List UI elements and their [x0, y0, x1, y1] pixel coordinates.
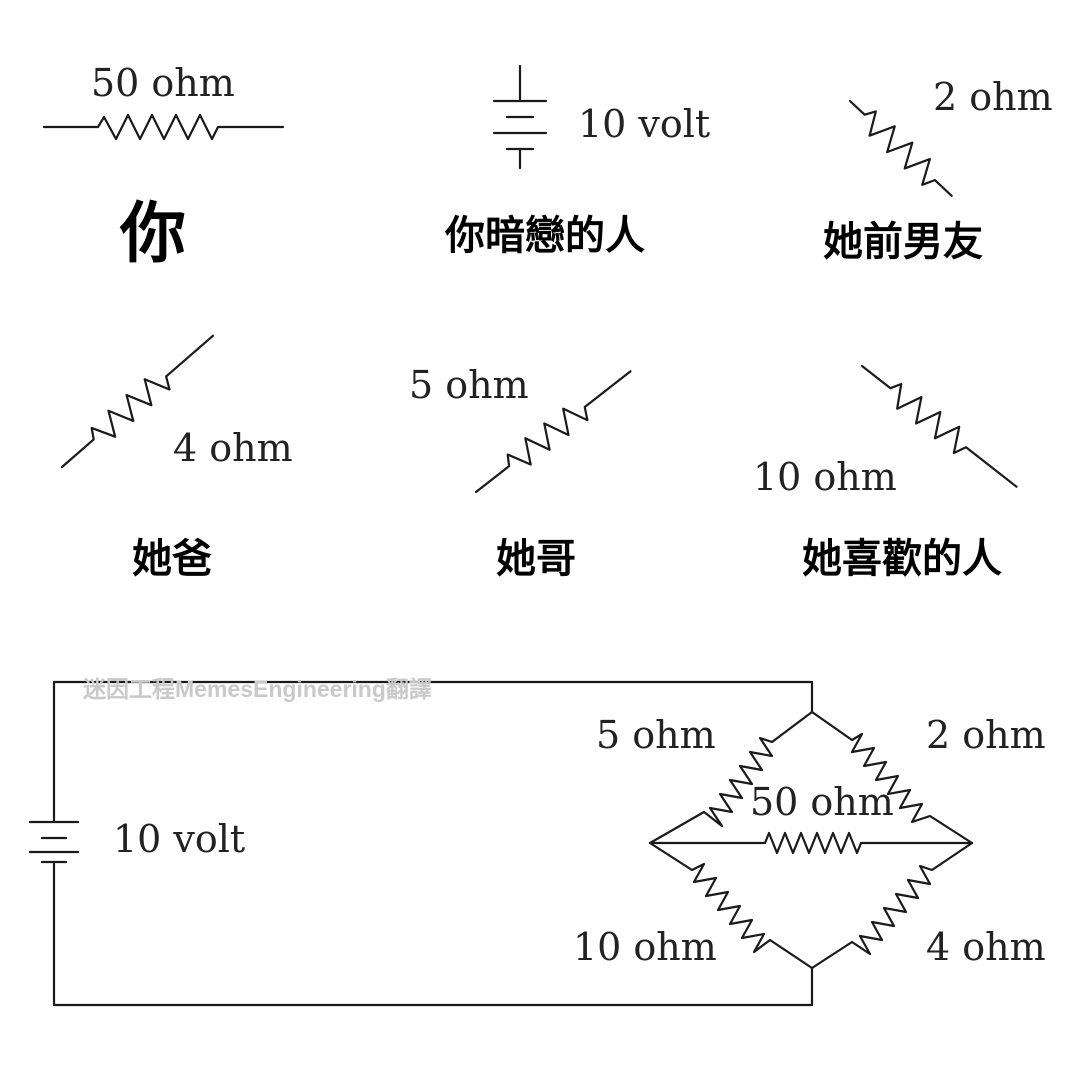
bottom-left-resistor-label: 10 ohm [573, 925, 717, 969]
legend-you: 50 ohm 你 [42, 61, 285, 272]
battery-symbol [492, 64, 548, 170]
resistor-value-label: 50 ohm [91, 61, 235, 105]
battery-value-label: 10 volt [578, 102, 710, 146]
you-caption: 你 [119, 195, 186, 272]
bottom-left-resistor [648, 841, 814, 970]
legend-ex: 2 ohm 她前男友 [823, 75, 1053, 265]
resistor-value-label: 10 ohm [753, 455, 897, 499]
diagonal-resistor-symbol [60, 334, 215, 469]
resistor-value-label: 2 ohm [933, 75, 1053, 119]
resistor-value-label: 5 ohm [409, 363, 529, 407]
top-right-resistor-label: 2 ohm [926, 713, 1046, 757]
legend-her-crush: 10 ohm 她喜歡的人 [753, 364, 1018, 582]
her-crush-caption: 她喜歡的人 [802, 536, 1002, 582]
bridge-circuit: 10 volt 5 ohm 2 ohm 50 ohm 10 ohm 4 ohm [28, 680, 1046, 1007]
diagonal-resistor-symbol [860, 364, 1018, 488]
circuit-battery-symbol [28, 811, 80, 864]
outer-wire [52, 680, 814, 1007]
ex-caption: 她前男友 [823, 219, 983, 265]
middle-resistor [648, 831, 974, 855]
top-left-resistor [648, 710, 814, 845]
legend-dad: 4 ohm 她爸 [60, 334, 293, 582]
middle-resistor-label: 50 ohm [750, 780, 894, 824]
legend-crush: 10 volt 你暗戀的人 [444, 64, 710, 259]
watermark: 迷因工程MemesEngineering翻譯 [83, 676, 432, 702]
diagonal-resistor-symbol [848, 99, 953, 197]
bottom-right-resistor-label: 4 ohm [926, 925, 1046, 969]
dad-caption: 她爸 [132, 536, 212, 582]
top-right-resistor [810, 710, 974, 845]
top-left-resistor-label: 5 ohm [596, 713, 716, 757]
brother-caption: 她哥 [496, 536, 576, 582]
diagonal-resistor-symbol [474, 370, 632, 494]
crush-caption: 你暗戀的人 [444, 213, 645, 259]
legend-brother: 5 ohm 她哥 [409, 363, 632, 582]
resistor-value-label: 4 ohm [173, 426, 293, 470]
circuit-battery-label: 10 volt [113, 817, 245, 861]
bottom-right-resistor [810, 841, 974, 970]
horizontal-resistor-symbol [42, 113, 285, 141]
